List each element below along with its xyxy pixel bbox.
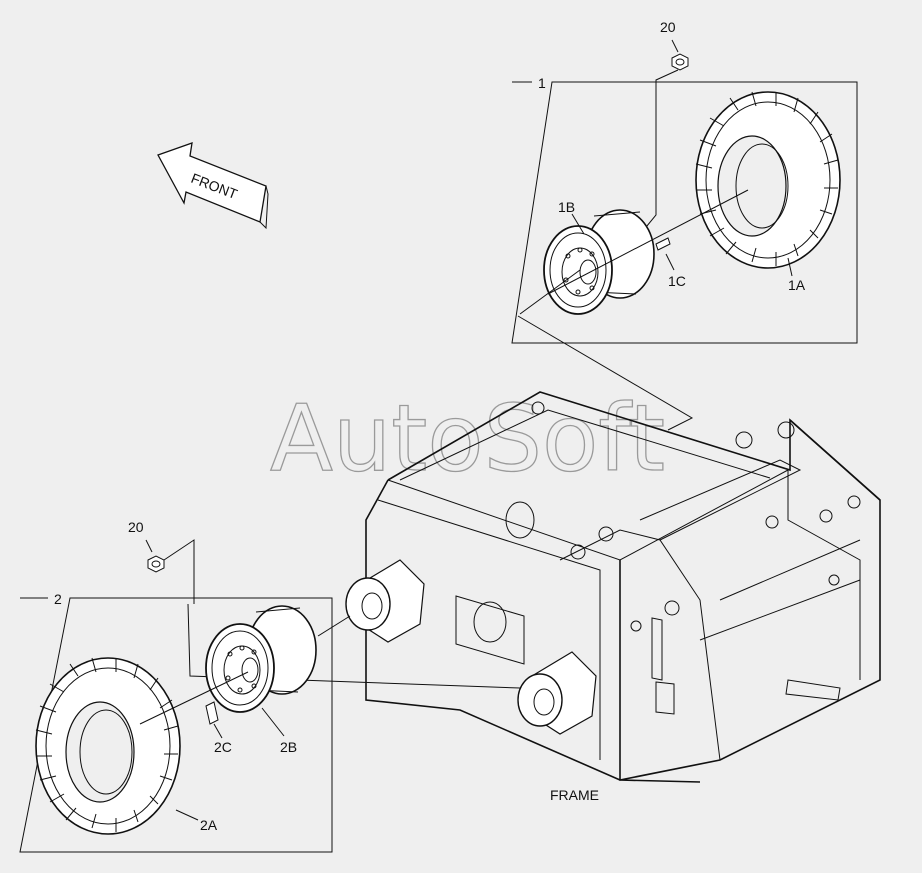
group-1-box: 1 <box>511 75 858 344</box>
nut-label-bottom: 20 <box>128 519 144 535</box>
group-1-label: 1 <box>538 75 546 91</box>
rim-1b: 1B <box>543 199 655 315</box>
nut-icon: 20 <box>128 519 195 604</box>
rim-1b-label: 1B <box>558 199 575 215</box>
watermark: AutoSoft <box>270 385 665 492</box>
valve-1c-label: 1C <box>668 273 686 289</box>
tire-1a-label: 1A <box>788 277 806 293</box>
rim-2b-label: 2B <box>280 739 297 755</box>
valve-1c: 1C <box>655 237 686 289</box>
valve-2c-label: 2C <box>214 739 232 755</box>
group-2-box: 2 <box>19 591 333 853</box>
front-arrow: FRONT <box>157 142 269 230</box>
tire-2a: 2A <box>35 657 218 835</box>
hub-front <box>345 559 425 643</box>
rim-2b: 2B <box>205 605 317 755</box>
hub-rear <box>517 651 597 735</box>
nut-label-top: 20 <box>660 19 676 35</box>
frame-label: FRAME <box>550 787 599 803</box>
valve-2c: 2C <box>205 701 232 755</box>
nut-icon: 20 <box>641 19 689 233</box>
frame: FRAME <box>345 391 881 803</box>
tire-1a: 1A <box>695 91 841 293</box>
group-2-label: 2 <box>54 591 62 607</box>
tire-2a-label: 2A <box>200 817 218 833</box>
